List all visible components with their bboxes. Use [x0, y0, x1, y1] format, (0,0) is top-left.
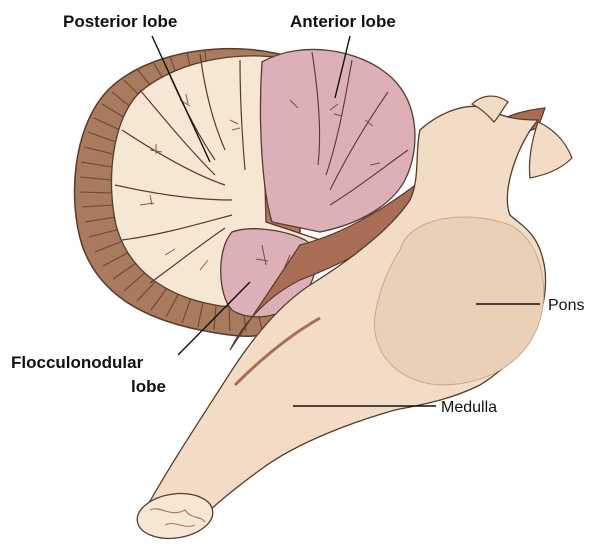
label-flocculonodular-line2: lobe: [131, 377, 166, 396]
label-anterior-lobe: Anterior lobe: [290, 12, 396, 31]
label-medulla: Medulla: [441, 399, 497, 416]
label-pons: Pons: [548, 297, 584, 314]
label-flocculonodular-line1: Flocculonodular: [11, 353, 144, 372]
label-posterior-lobe: Posterior lobe: [63, 12, 177, 31]
